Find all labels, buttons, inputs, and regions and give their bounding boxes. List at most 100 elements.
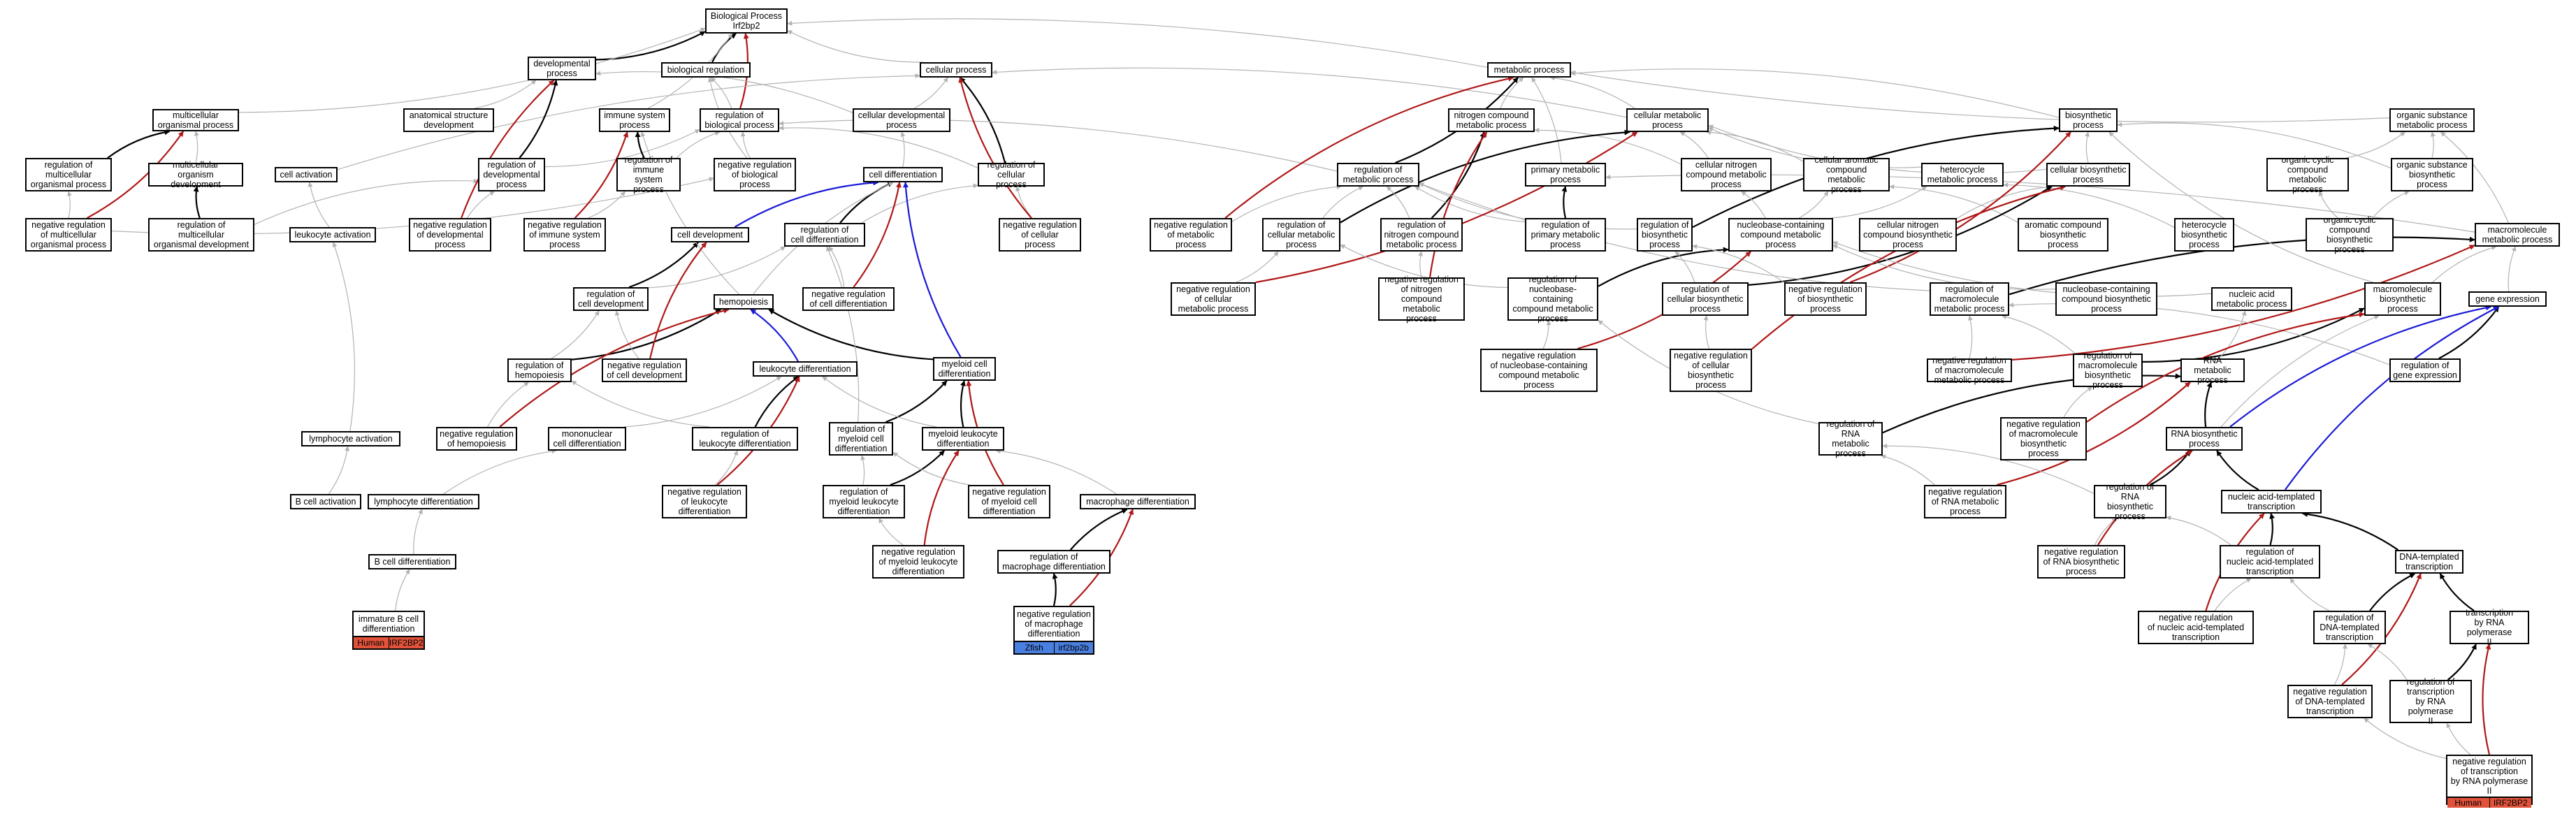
- go-term-node-rmacdiff[interactable]: regulation of macrophage differentiation: [997, 550, 1110, 574]
- go-term-node-nrisp[interactable]: negative regulation of immune system pro…: [523, 218, 606, 252]
- go-term-node-trnap2[interactable]: transcription by RNA polymerase II: [2450, 608, 2529, 647]
- go-term-node-rrnamp[interactable]: regulation of RNA metabolic process: [1818, 419, 1883, 458]
- go-term-node-nrcdiff[interactable]: negative regulation of cell differentiat…: [802, 287, 895, 311]
- go-term-node-rmop[interactable]: regulation of multicellular organismal p…: [25, 158, 112, 191]
- go-term-node-cncbsp[interactable]: cellular nitrogen compound biosynthetic …: [1859, 218, 1957, 252]
- go-term-node-nrdp[interactable]: negative regulation of developmental pro…: [409, 218, 491, 252]
- go-term-node-rncmp[interactable]: regulation of nitrogen compound metaboli…: [1380, 218, 1463, 252]
- go-term-node-nrbsp[interactable]: negative regulation of biosynthetic proc…: [1784, 282, 1867, 316]
- go-term-node-cncmp[interactable]: cellular nitrogen compound metabolic pro…: [1681, 158, 1772, 191]
- go-term-node-nrcp[interactable]: negative regulation of cellular process: [999, 218, 1081, 252]
- go-term-node-rnabsp[interactable]: RNA biosynthetic process: [2166, 427, 2243, 451]
- go-term-node-lyact[interactable]: lymphocyte activation: [301, 431, 400, 446]
- go-term-node-nrtrnap2[interactable]: negative regulation of transcription by …: [2446, 755, 2533, 808]
- go-term-node-rpmp[interactable]: regulation of primary metabolic process: [1525, 218, 1606, 252]
- go-term-node-mldiff[interactable]: myeloid leukocyte differentiation: [922, 427, 1004, 451]
- go-term-node-rmp[interactable]: regulation of metabolic process: [1337, 163, 1419, 187]
- go-term-node-cdp[interactable]: cellular developmental process: [853, 108, 950, 132]
- go-term-node-nrmcdiff[interactable]: negative regulation of myeloid cell diff…: [968, 485, 1050, 518]
- go-term-node-rcdev[interactable]: regulation of cell development: [573, 287, 649, 311]
- go-term-node-rdp[interactable]: regulation of developmental process: [478, 158, 545, 191]
- go-term-node-dev[interactable]: developmental process: [528, 57, 596, 80]
- go-term-node-ldiff[interactable]: leukocyte differentiation: [753, 361, 858, 377]
- go-term-node-lydiff[interactable]: lymphocyte differentiation: [368, 494, 479, 509]
- go-term-node-cellproc[interactable]: cellular process: [920, 62, 992, 78]
- go-term-node-rmod[interactable]: regulation of multicellular organismal d…: [148, 218, 254, 252]
- go-term-node-asd[interactable]: anatomical structure development: [403, 108, 494, 132]
- go-term-node-nrhemo[interactable]: negative regulation of hemopoiesis: [436, 427, 517, 451]
- go-term-node-rtrnap2[interactable]: regulation of transcription by RNA polym…: [2389, 677, 2472, 726]
- go-term-node-rhemo[interactable]: regulation of hemopoiesis: [507, 358, 572, 382]
- go-term-node-nbcbsp[interactable]: nucleobase-containing compound biosynthe…: [2055, 282, 2157, 316]
- go-term-node-acbsp[interactable]: aromatic compound biosynthetic process: [2018, 218, 2108, 252]
- go-term-node-nrrnamp[interactable]: negative regulation of RNA metabolic pro…: [1924, 485, 2006, 518]
- go-term-node-rbsp[interactable]: regulation of biosynthetic process: [1637, 218, 1693, 252]
- go-term-node-osbsp[interactable]: organic substance biosynthetic process: [2391, 158, 2473, 191]
- go-term-node-mop[interactable]: multicellular organismal process: [152, 109, 239, 131]
- go-term-node-isp[interactable]: immune system process: [599, 108, 670, 132]
- go-term-node-nrnatt[interactable]: negative regulation of nucleic acid-temp…: [2138, 611, 2254, 644]
- go-term-node-rcbsp[interactable]: regulation of cellular biosynthetic proc…: [1662, 282, 1749, 316]
- go-term-node-nrmmp[interactable]: negative regulation of macromolecule met…: [1927, 356, 2012, 385]
- go-term-node-cacmp[interactable]: cellular aromatic compound metabolic pro…: [1803, 155, 1890, 194]
- go-term-node-metab[interactable]: metabolic process: [1487, 62, 1571, 78]
- go-term-node-nrmacdiff[interactable]: negative regulation of macrophage differ…: [1013, 606, 1094, 655]
- go-term-node-gexp[interactable]: gene expression: [2468, 291, 2547, 307]
- go-term-node-hcbsp[interactable]: heterocycle biosynthetic process: [2174, 218, 2234, 252]
- go-term-node-nrnbcmp[interactable]: negative regulation of nucleobase-contai…: [1480, 349, 1598, 392]
- go-term-node-rnamp[interactable]: RNA metabolic process: [2180, 356, 2245, 385]
- go-term-node-nrmp[interactable]: negative regulation of metabolic process: [1150, 218, 1232, 252]
- go-term-node-rdtt[interactable]: regulation of DNA-templated transcriptio…: [2313, 611, 2386, 644]
- go-term-node-macdiff[interactable]: macrophage differentiation: [1080, 494, 1196, 509]
- go-term-node-cmp[interactable]: cellular metabolic process: [1626, 108, 1709, 132]
- go-term-node-nbcmp[interactable]: nucleobase-containing compound metabolic…: [1728, 218, 1833, 252]
- go-term-node-osmp[interactable]: organic substance metabolic process: [2389, 108, 2475, 132]
- go-term-node-risp[interactable]: regulation of immune system process: [616, 155, 681, 194]
- go-term-node-nrbp[interactable]: negative regulation of biological proces…: [714, 158, 796, 191]
- go-term-node-ncmp[interactable]: nitrogen compound metabolic process: [1448, 108, 1535, 132]
- go-term-node-cdev[interactable]: cell development: [671, 227, 749, 242]
- go-term-node-nrmop[interactable]: negative regulation of multicellular org…: [25, 218, 112, 252]
- go-term-node-rgexp[interactable]: regulation of gene expression: [2389, 358, 2461, 382]
- go-term-node-cdiff[interactable]: cell differentiation: [863, 167, 943, 182]
- go-term-node-rmcdiff[interactable]: regulation of myeloid cell differentiati…: [829, 422, 893, 456]
- go-term-node-nrldiff[interactable]: negative regulation of leukocyte differe…: [662, 485, 747, 518]
- go-term-node-lact[interactable]: leukocyte activation: [289, 227, 376, 242]
- go-term-node-mcdiff[interactable]: myeloid cell differentiation: [933, 357, 996, 381]
- go-term-node-bp[interactable]: Biological Process Irf2bp2: [705, 8, 788, 34]
- go-term-node-bcact[interactable]: B cell activation: [290, 494, 361, 509]
- go-term-node-rrnabsp[interactable]: regulation of RNA biosynthetic process: [2094, 482, 2166, 521]
- go-term-node-rmldiff[interactable]: regulation of myeloid leukocyte differen…: [823, 485, 905, 518]
- go-term-node-rnatt[interactable]: regulation of nucleic acid-templated tra…: [2220, 545, 2320, 579]
- go-term-node-nrcmp[interactable]: negative regulation of cellular metaboli…: [1171, 282, 1256, 316]
- go-term-node-nrncmp[interactable]: negative regulation of nitrogen compound…: [1378, 275, 1465, 324]
- go-term-node-occbsp[interactable]: organic cyclic compound biosynthetic pro…: [2306, 215, 2394, 254]
- go-term-node-mncdiff[interactable]: mononuclear cell differentiation: [548, 427, 626, 451]
- go-term-node-bcdiff[interactable]: B cell differentiation: [368, 554, 456, 569]
- go-term-node-bioreg[interactable]: biological regulation: [661, 62, 751, 78]
- go-term-node-cbsp[interactable]: cellular biosynthetic process: [2046, 163, 2130, 187]
- go-term-node-rmbsp[interactable]: regulation of macromolecule biosynthetic…: [2073, 351, 2143, 390]
- go-term-node-mbsp[interactable]: macromolecule biosynthetic process: [2364, 282, 2441, 316]
- go-term-node-mmp[interactable]: macromolecule metabolic process: [2475, 223, 2560, 247]
- go-term-node-nrmbsp[interactable]: negative regulation of macromolecule bio…: [2000, 417, 2087, 460]
- go-term-node-nrcdev[interactable]: negative regulation of cell development: [602, 358, 687, 382]
- go-term-node-rmmp[interactable]: regulation of macromolecule metabolic pr…: [1930, 282, 2009, 316]
- go-term-node-nrrnabsp[interactable]: negative regulation of RNA biosynthetic …: [2037, 545, 2125, 579]
- go-term-node-mod[interactable]: multicellular organism development: [148, 160, 243, 189]
- go-term-node-rldiff[interactable]: regulation of leukocyte differentiation: [692, 427, 798, 451]
- go-term-node-nrdtt[interactable]: negative regulation of DNA-templated tra…: [2287, 685, 2373, 718]
- go-term-node-bsp[interactable]: biosynthetic process: [2059, 108, 2118, 132]
- go-term-node-nrmldiff[interactable]: negative regulation of myeloid leukocyte…: [872, 545, 964, 579]
- go-term-node-hcmp[interactable]: heterocycle metabolic process: [1921, 163, 2004, 187]
- go-term-node-rcmp[interactable]: regulation of cellular metabolic process: [1262, 218, 1340, 252]
- go-term-node-natt[interactable]: nucleic acid-templated transcription: [2221, 490, 2322, 514]
- go-term-node-pmp[interactable]: primary metabolic process: [1525, 163, 1606, 187]
- go-term-node-rcdiff[interactable]: regulation of cell differentiation: [784, 223, 865, 247]
- go-term-node-rbp[interactable]: regulation of biological process: [700, 108, 779, 132]
- go-term-node-cact[interactable]: cell activation: [275, 167, 338, 182]
- go-term-node-nrcbsp[interactable]: negative regulation of cellular biosynth…: [1670, 349, 1752, 392]
- go-term-node-occmp[interactable]: organic cyclic compound metabolic proces…: [2266, 155, 2349, 194]
- go-term-node-rcp[interactable]: regulation of cellular process: [978, 160, 1045, 189]
- go-term-node-hemo[interactable]: hemopoiesis: [714, 294, 774, 310]
